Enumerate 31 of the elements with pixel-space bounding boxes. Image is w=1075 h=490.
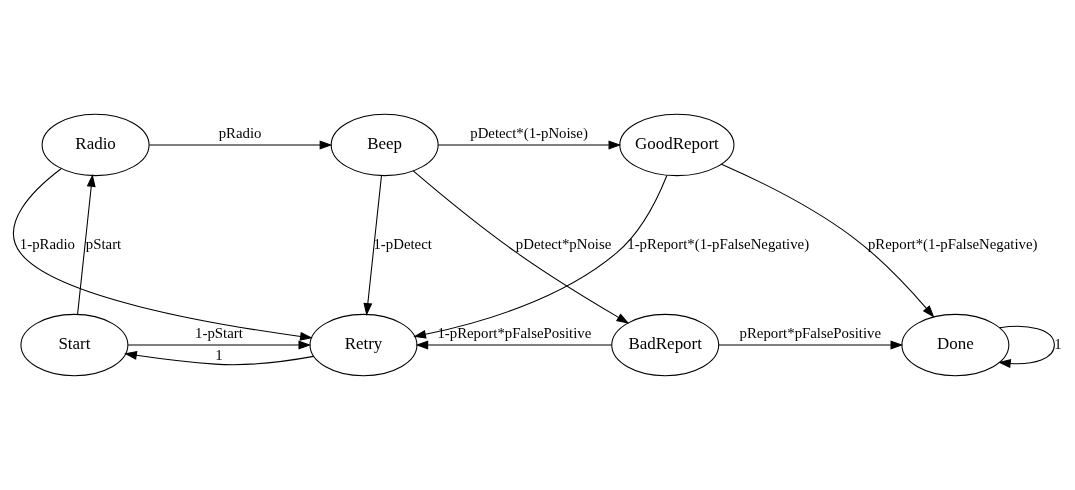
arrow <box>363 175 382 316</box>
arrow <box>77 174 96 315</box>
edge-label: pDetect*pNoise <box>515 235 612 252</box>
arrow <box>718 340 904 350</box>
arrow <box>413 174 668 339</box>
arrow <box>148 140 333 150</box>
edge-label: pReport*pFalsePositive <box>739 324 882 341</box>
edge-label: 1-pReport*(1-pFalseNegative) <box>627 235 810 252</box>
edge-label: 1 <box>1054 335 1062 352</box>
edge-label: pRadio <box>218 124 262 141</box>
edge-label: 1-pReport*pFalsePositive <box>437 324 592 341</box>
edge-label: pDetect*(1-pNoise) <box>470 124 588 141</box>
arrow <box>998 325 1055 368</box>
edge-label: pStart <box>85 235 122 252</box>
arrow <box>127 340 312 350</box>
edge-label: 1-pRadio <box>19 235 75 252</box>
arrow <box>12 168 313 341</box>
node-ellipse: Retry <box>309 313 418 377</box>
arrow <box>412 170 630 324</box>
arrow <box>124 350 315 366</box>
node-ellipse: Beep <box>330 113 439 177</box>
node-ellipse: GoodReport <box>619 113 735 177</box>
edge-label: pReport*(1-pFalseNegative) <box>867 235 1038 252</box>
node-ellipse: Radio <box>41 113 150 177</box>
arrow <box>720 163 935 318</box>
edge-label: 1-pDetect <box>373 235 432 252</box>
edge-label: 1 <box>215 347 223 364</box>
node-ellipse: Start <box>20 313 129 377</box>
arrow <box>415 340 613 350</box>
edge-label: 1-pStart <box>195 324 243 341</box>
arrow <box>437 140 622 150</box>
